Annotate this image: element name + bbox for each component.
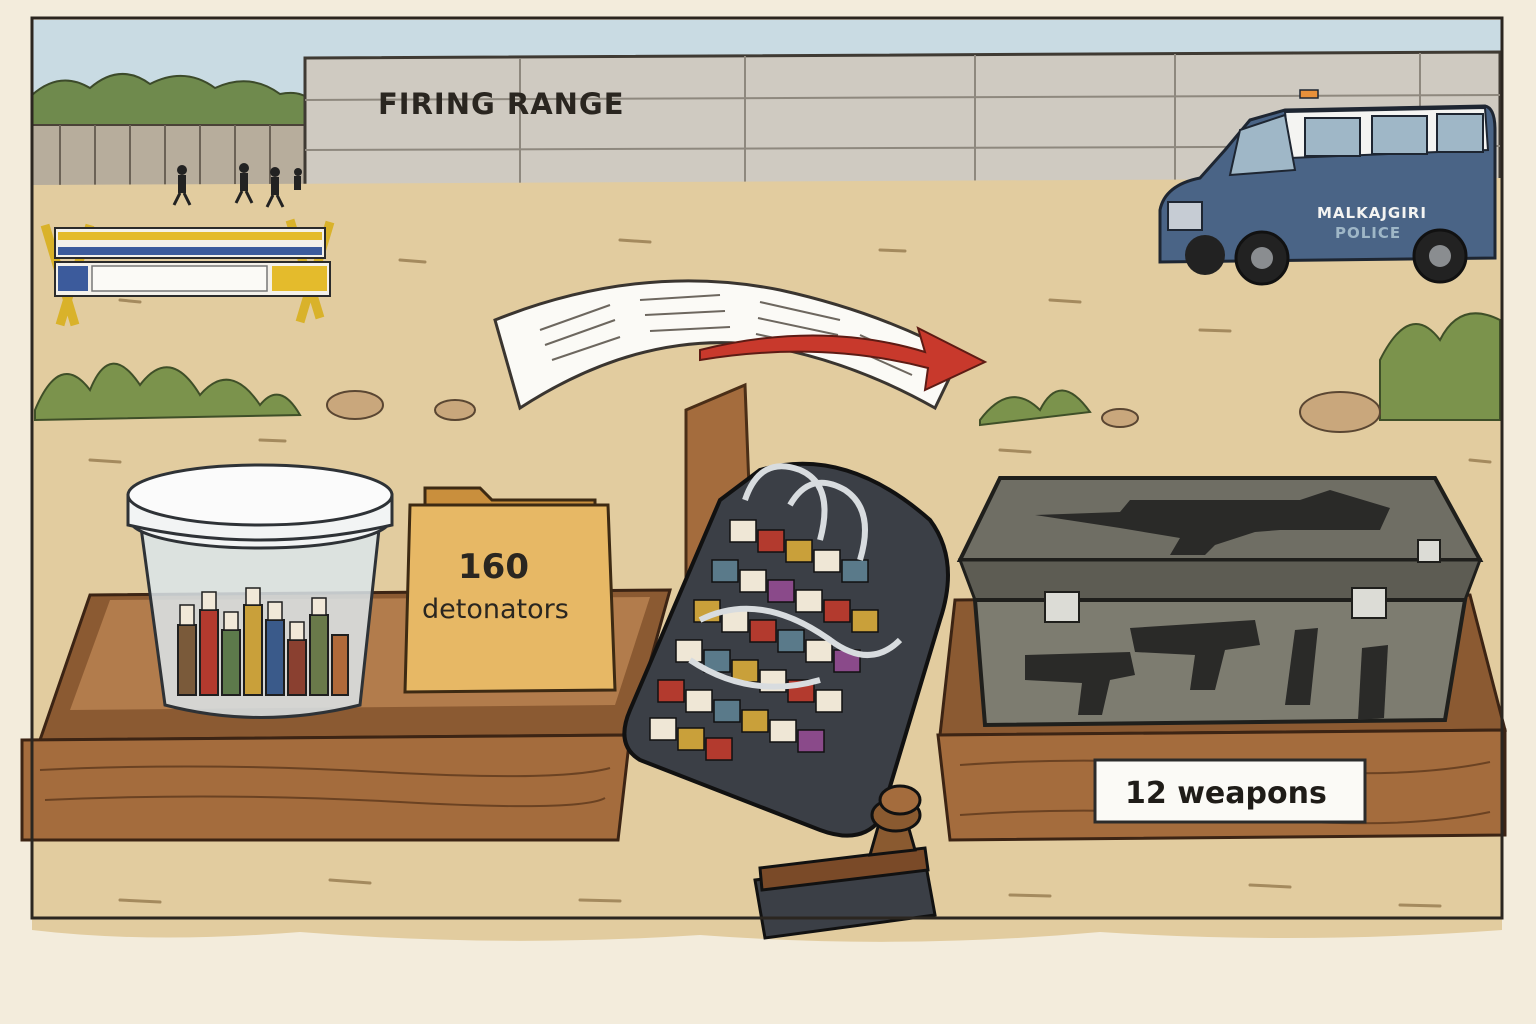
police-van-name: MALKAJGIRI (1317, 204, 1427, 222)
detonator-unit: detonators (422, 594, 569, 625)
panel-border (30, 16, 1504, 920)
detonator-count: 160 (458, 547, 529, 587)
wooden-fence (31, 124, 313, 196)
grass-clumps (34, 312, 1501, 427)
police-van: MALKAJGIRI POLICE (1158, 89, 1497, 286)
comic-panel: FIRING RANGE (20, 16, 1507, 942)
magazine-icon-2 (1358, 645, 1388, 720)
distant-figures (172, 163, 302, 208)
pistol-icon-2 (1025, 652, 1135, 715)
rifle-silhouette-icon (1035, 490, 1390, 555)
ground-texture (88, 238, 1492, 908)
rocks (326, 390, 1381, 433)
transfer-document-arrow (493, 279, 988, 411)
weapons-count-tag: 12 weapons (1093, 758, 1367, 824)
magazine-icon (1285, 628, 1318, 705)
weapons-count-label: 12 weapons (1125, 776, 1327, 811)
weapons-case (956, 476, 1484, 728)
firing-range-sign: FIRING RANGE (378, 87, 625, 121)
red-arrow (699, 326, 988, 392)
detonator-count-folder: 160 detonators (403, 486, 617, 694)
detonator-jar (126, 463, 394, 719)
explosive-pack (622, 461, 950, 838)
police-van-label: POLICE (1335, 224, 1401, 242)
striped-barrier (40, 218, 335, 327)
firing-range-wall: FIRING RANGE (303, 50, 1502, 190)
pistol-icon (1130, 620, 1260, 690)
